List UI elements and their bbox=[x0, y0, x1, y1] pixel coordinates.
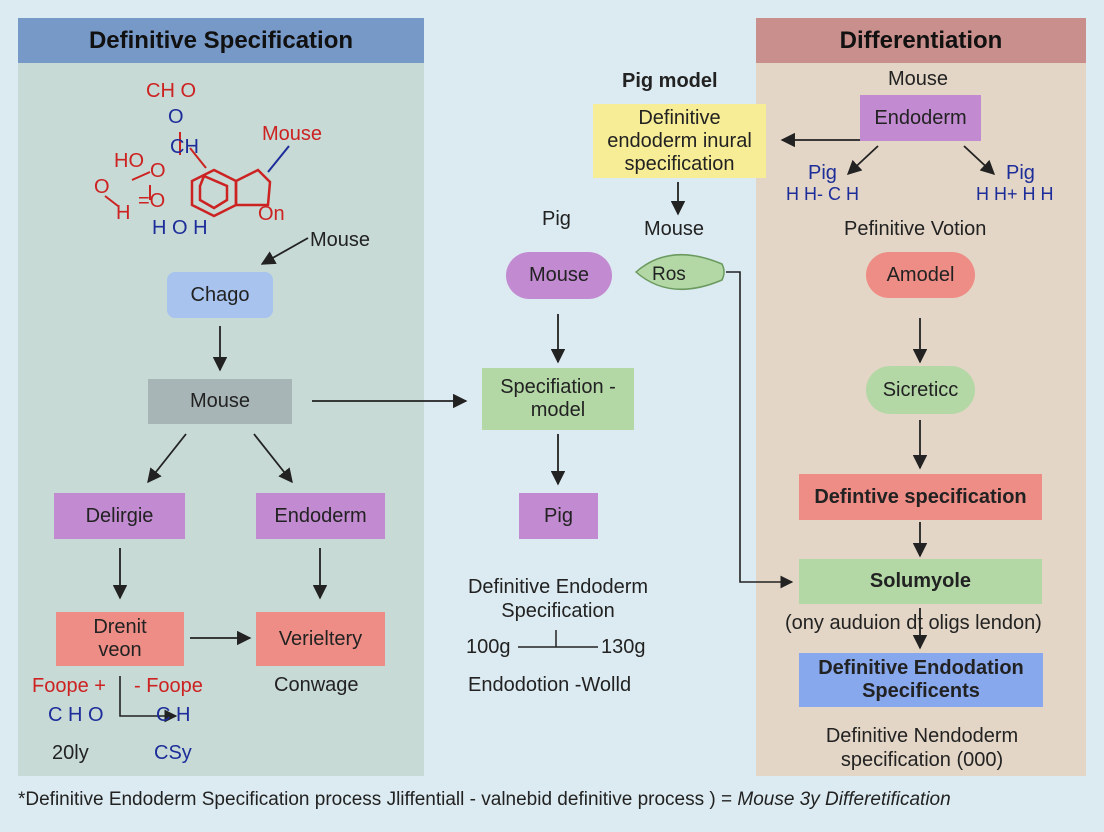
molecule-eq-o: =O bbox=[138, 190, 166, 212]
mouse-label-2: Mouse bbox=[310, 229, 371, 251]
molecule-ch: CH bbox=[170, 136, 199, 158]
left-panel-header: Definitive Specification bbox=[18, 18, 424, 63]
delirgie-box: Delirgie bbox=[54, 493, 185, 539]
definitive-endoderm-specification-text: Definitive Endoderm Specification bbox=[467, 576, 649, 622]
caption: *Definitive Endoderm Specification proce… bbox=[18, 789, 951, 811]
formula-right: H H+ H H bbox=[976, 184, 1054, 204]
molecule-o-1: O bbox=[168, 106, 184, 128]
ony-auduion-label: (ony auduion dt oligs lendon) bbox=[785, 612, 1042, 634]
pig-label-right-2: Pig bbox=[1006, 162, 1035, 184]
pig-label-right-1: Pig bbox=[808, 162, 837, 184]
definitive-endodation-box: Definitive Endodation Specificents bbox=[799, 653, 1043, 707]
endoderm-box-right: Endoderm bbox=[860, 95, 981, 141]
caption-main: *Definitive Endoderm Specification proce… bbox=[18, 789, 738, 810]
ros-label: Ros bbox=[652, 264, 686, 285]
molecule-h-1: H bbox=[116, 202, 131, 224]
csy-label: CSy bbox=[154, 742, 192, 764]
molecule-mouse-label: Mouse bbox=[262, 123, 323, 145]
benzene-ring-icon bbox=[190, 168, 272, 218]
molecule-h-o-h: H O H bbox=[152, 217, 208, 239]
twenty-ly-label: 20ly bbox=[52, 742, 89, 764]
definitive-nendoderm-text: Definitive Nendoderm specification (000) bbox=[825, 725, 1019, 771]
mouse-pill: Mouse bbox=[506, 252, 612, 299]
mouse-pointer-line bbox=[267, 145, 290, 173]
sicreticc-pill: Sicreticc bbox=[866, 366, 975, 414]
scale-right-label: 130g bbox=[601, 636, 646, 658]
pefinitive-votion-label: Pefinitive Votion bbox=[844, 218, 987, 240]
caption-italic: Mouse 3y Differetification bbox=[737, 789, 951, 810]
chago-box: Chago bbox=[167, 272, 273, 318]
molecule-ho: HO bbox=[114, 150, 144, 172]
mouse-box: Mouse bbox=[148, 379, 292, 424]
c-h-formula: C H bbox=[156, 704, 191, 726]
molecule-bonds bbox=[104, 132, 207, 207]
arrow-mouse-to-chago bbox=[260, 237, 309, 265]
solumyole-box: Solumyole bbox=[799, 559, 1042, 604]
pig-model-label: Pig model bbox=[622, 70, 718, 92]
defintive-specification-box: Defintive specification bbox=[799, 474, 1042, 520]
foope-right-label: - Foope bbox=[134, 675, 203, 697]
c-h-o-formula: C H O bbox=[48, 704, 104, 726]
molecule-o-3: O bbox=[94, 176, 110, 198]
molecule-ch-o: CH O bbox=[146, 80, 196, 102]
definitive-endoderm-box: Definitive endoderm inural specification bbox=[593, 104, 766, 178]
molecule-o-2: O bbox=[150, 160, 166, 182]
foope-left-label: Foope + bbox=[32, 675, 106, 697]
scale-left-label: 100g bbox=[466, 636, 511, 658]
verieltery-box: Verieltery bbox=[256, 612, 385, 666]
endodotion-label: Endodotion -Wolld bbox=[468, 674, 632, 696]
mouse-label-right: Mouse bbox=[888, 68, 949, 90]
molecule-on: On bbox=[258, 203, 285, 225]
drenit-veon-box: Drenit veon bbox=[56, 612, 184, 666]
specifiation-model-box: Specifiation - model bbox=[482, 368, 634, 430]
formula-left: H H- C H bbox=[786, 184, 859, 204]
pig-box: Pig bbox=[519, 493, 598, 539]
right-panel-header: Differentiation bbox=[756, 18, 1086, 63]
pig-label-middle: Pig bbox=[542, 208, 571, 230]
mouse-label-middle: Mouse bbox=[644, 218, 705, 240]
conwage-label: Conwage bbox=[274, 674, 359, 696]
amodel-pill: Amodel bbox=[866, 252, 975, 298]
endoderm-box-left: Endoderm bbox=[256, 493, 385, 539]
ros-leaf-shape bbox=[634, 253, 725, 291]
